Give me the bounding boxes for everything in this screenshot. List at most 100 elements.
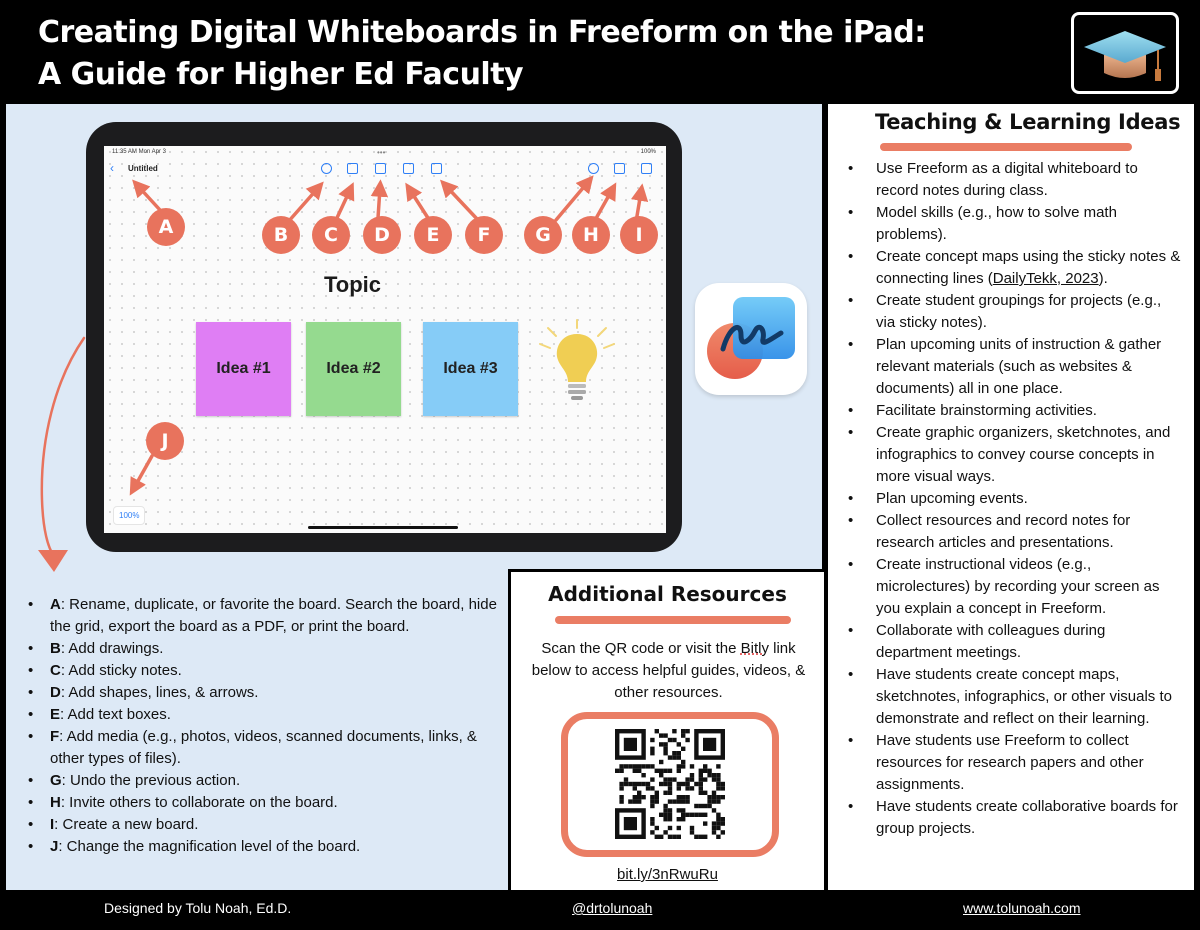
legend-item: G: Undo the previous action.	[28, 770, 504, 792]
bitly-link[interactable]: bit.ly/3nRwuRu	[617, 866, 718, 883]
badge-a: A	[147, 208, 185, 246]
legend-key: F	[50, 728, 60, 745]
resources-panel: Additional Resources Scan the QR code or…	[508, 569, 824, 890]
footer-designer: Designed by Tolu Noah, Ed.D.	[104, 900, 292, 916]
legend-key: H	[50, 794, 61, 811]
legend-key: G	[50, 772, 62, 789]
header: Creating Digital Whiteboards in Freeform…	[0, 0, 1200, 104]
idea-item: Collaborate with colleagues during depar…	[846, 620, 1184, 664]
topic-label: Topic	[324, 272, 382, 297]
ideas-list: Use Freeform as a digital whiteboard to …	[846, 158, 1184, 840]
legend-item: B: Add drawings.	[28, 638, 504, 660]
footer: Designed by Tolu Noah, Ed.D. @drtolunoah…	[0, 890, 1200, 930]
footer-website-link[interactable]: www.tolunoah.com	[963, 900, 1081, 916]
title-underline-brush	[880, 143, 1132, 151]
sticky-note-2[interactable]: Idea #2	[306, 322, 401, 416]
idea-item: Create graphic organizers, sketchnotes, …	[846, 422, 1184, 488]
idea-text-tail: ).	[1098, 270, 1108, 287]
freeform-app-icon	[695, 283, 807, 395]
idea-item: Use Freeform as a digital whiteboard to …	[846, 158, 1184, 202]
idea-item: Have students create collaborative board…	[846, 796, 1184, 840]
resources-text: Scan the QR code or visit the Bitly link…	[531, 638, 806, 704]
badge-j: J	[146, 422, 184, 460]
legend-item: F: Add media (e.g., photos, videos, scan…	[28, 726, 504, 770]
undo-icon[interactable]	[588, 163, 599, 174]
legend-key: A	[50, 596, 61, 613]
sticky-note-label: Idea #2	[326, 360, 381, 377]
idea-item: Create instructional videos (e.g., micro…	[846, 554, 1184, 620]
pen-icon[interactable]	[321, 163, 332, 174]
lightbulb-icon	[539, 319, 615, 400]
media-icon[interactable]	[431, 163, 442, 174]
logo	[1071, 12, 1179, 94]
legend-key: C	[50, 662, 61, 679]
resources-text-before: Scan the QR code or visit the	[541, 640, 741, 657]
idea-item: Create concept maps using the sticky not…	[846, 246, 1184, 290]
more-dots-icon[interactable]: •••	[377, 148, 386, 157]
badge-g: G	[524, 216, 562, 254]
legend-key: D	[50, 684, 61, 701]
resources-underline-brush	[555, 616, 791, 624]
sticky-note-1[interactable]: Idea #1	[196, 322, 291, 416]
legend-text: : Add text boxes.	[60, 706, 171, 723]
legend-item: A: Rename, duplicate, or favorite the bo…	[28, 594, 504, 638]
legend-text: : Invite others to collaborate on the bo…	[60, 794, 338, 811]
resources-title: Additional Resources	[548, 582, 787, 606]
sticky-note-icon[interactable]	[347, 163, 358, 174]
shapes-icon[interactable]	[375, 163, 386, 174]
badge-d: D	[363, 216, 401, 254]
legend-key: J	[50, 838, 59, 855]
legend-list: A: Rename, duplicate, or favorite the bo…	[28, 594, 504, 858]
idea-item: Plan upcoming units of instruction & gat…	[846, 334, 1184, 400]
title-line-1: Creating Digital Whiteboards in Freeform…	[38, 15, 926, 50]
legend-item: C: Add sticky notes.	[28, 660, 504, 682]
freeform-logo-icon	[707, 297, 795, 379]
legend-text: : Add drawings.	[60, 640, 164, 657]
qr-code-icon[interactable]	[615, 729, 725, 839]
graduation-cap-icon	[1084, 31, 1166, 81]
new-board-icon[interactable]	[641, 163, 652, 174]
status-time: 11:35 AM Mon Apr 3	[112, 149, 166, 155]
badge-f: F	[465, 216, 503, 254]
legend-key: I	[50, 816, 55, 833]
bitly-word: Bitly	[740, 640, 769, 657]
back-chevron-icon[interactable]: ‹	[110, 161, 114, 175]
home-indicator	[308, 526, 458, 529]
idea-item: Collect resources and record notes for r…	[846, 510, 1184, 554]
badge-e: E	[414, 216, 452, 254]
idea-item: Facilitate brainstorming activities.	[846, 400, 1184, 422]
text-box-icon[interactable]	[403, 163, 414, 174]
sticky-note-label: Idea #3	[443, 360, 498, 377]
page-title: Creating Digital Whiteboards in Freeform…	[38, 12, 926, 96]
badge-i: I	[620, 216, 658, 254]
legend-key: B	[50, 640, 61, 657]
legend-text: : Create a new board.	[54, 816, 199, 833]
legend-text: : Undo the previous action.	[61, 772, 241, 789]
ideas-title: Teaching & Learning Ideas	[875, 110, 1181, 134]
idea-item: Plan upcoming events.	[846, 488, 1184, 510]
footer-handle-link[interactable]: @drtolunoah	[572, 900, 653, 916]
legend-item: E: Add text boxes.	[28, 704, 504, 726]
badge-h: H	[572, 216, 610, 254]
battery-status: 100%	[640, 149, 656, 155]
legend-text: : Add shapes, lines, & arrows.	[60, 684, 259, 701]
legend-item: H: Invite others to collaborate on the b…	[28, 792, 504, 814]
ipad-screen: 11:35 AM Mon Apr 3 ••• 100% ‹ Untitled T…	[104, 146, 666, 533]
sticky-note-3[interactable]: Idea #3	[423, 322, 518, 416]
zoom-level[interactable]: 100%	[113, 506, 146, 525]
legend-item: D: Add shapes, lines, & arrows.	[28, 682, 504, 704]
idea-item: Model skills (e.g., how to solve math pr…	[846, 202, 1184, 246]
legend-text: : Rename, duplicate, or favorite the boa…	[50, 596, 497, 635]
legend-text: : Add sticky notes.	[60, 662, 182, 679]
title-line-2: A Guide for Higher Ed Faculty	[38, 57, 524, 92]
legend-item: I: Create a new board.	[28, 814, 504, 836]
dailytekk-link[interactable]: DailyTekk, 2023	[992, 270, 1099, 287]
share-icon[interactable]	[614, 163, 625, 174]
resources-text-after: link below to access helpful guides, vid…	[531, 640, 806, 701]
badge-b: B	[262, 216, 300, 254]
sticky-note-label: Idea #1	[216, 360, 271, 377]
badge-c: C	[312, 216, 350, 254]
legend-key: E	[50, 706, 61, 723]
board-name[interactable]: Untitled	[128, 164, 158, 173]
legend-text: : Add media (e.g., photos, videos, scann…	[50, 728, 477, 767]
